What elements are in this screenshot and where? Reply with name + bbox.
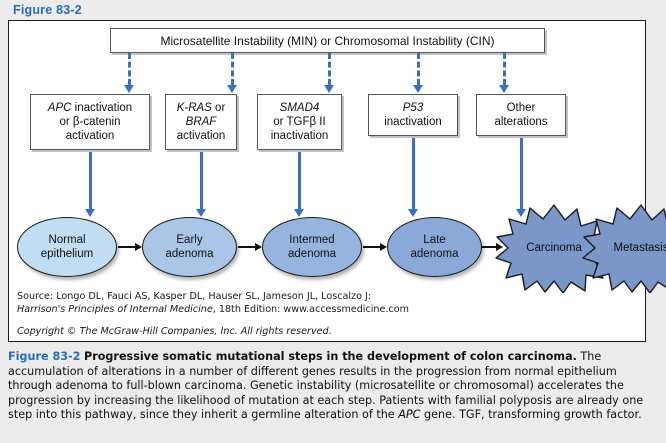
starburst-shape-icon bbox=[582, 204, 666, 293]
caption-gene-apc: APC bbox=[398, 408, 421, 422]
stage-normal-epithelium: Normal epithelium bbox=[17, 217, 117, 277]
solid-arrow-2 bbox=[196, 152, 207, 217]
caption-title: Progressive somatic mutational steps in … bbox=[84, 350, 577, 363]
figure-panel: Microsatellite Instability (MIN) or Chro… bbox=[8, 20, 666, 342]
stage-carcinoma: Carcinoma bbox=[495, 203, 613, 293]
gene-box-other: Other alterations bbox=[476, 94, 566, 136]
gene-name-kras: K-RAS bbox=[176, 102, 212, 114]
caption-body-part1: The accumulation of alterations in a num… bbox=[8, 350, 644, 422]
gene-name-braf: BRAF bbox=[185, 116, 217, 128]
dashed-arrow-3 bbox=[324, 53, 335, 93]
gene-name-p53: P53 bbox=[402, 102, 424, 114]
dashed-arrow-1 bbox=[124, 53, 135, 93]
gene-box-kras: K-RAS or BRAF activation bbox=[165, 94, 237, 150]
source-journal-title: Harrison's Principles of Internal Medici… bbox=[17, 303, 213, 315]
arrow-intermed-to-late bbox=[363, 243, 387, 252]
gene-box-smad4: SMAD4 or TGFβ II inactivation bbox=[257, 94, 342, 150]
solid-arrow-3 bbox=[294, 152, 305, 217]
dashed-arrow-4 bbox=[413, 53, 424, 93]
stage-late-adenoma: Late adenoma bbox=[387, 217, 482, 277]
caption-label: Figure 83-2 bbox=[8, 350, 81, 363]
arrow-normal-to-early bbox=[118, 243, 142, 252]
solid-arrow-4 bbox=[408, 138, 419, 217]
stage-metastasis: Metastasis bbox=[581, 203, 666, 293]
stage-intermed-adenoma: Intermed adenoma bbox=[262, 217, 362, 277]
caption-body-part2: gene. TGF, transforming growth factor. bbox=[420, 408, 642, 422]
page-title: Figure 83-2 bbox=[13, 3, 82, 17]
gene-name-smad4: SMAD4 bbox=[279, 102, 320, 114]
stage-early-adenoma: Early adenoma bbox=[142, 217, 237, 277]
solid-arrow-1 bbox=[85, 152, 96, 217]
copyright-notice: Copyright © The McGraw-Hill Companies, I… bbox=[17, 326, 332, 337]
figure-caption: Figure 83-2 Progressive somatic mutation… bbox=[8, 350, 658, 423]
arrow-late-to-carcinoma bbox=[481, 243, 503, 252]
gene-box-p53: P53 inactivation bbox=[368, 94, 458, 136]
arrow-early-to-intermed bbox=[238, 243, 262, 252]
dashed-arrow-5 bbox=[499, 53, 510, 93]
solid-arrow-5 bbox=[516, 138, 527, 217]
gene-box-apc: APC inactivation or β-catenin activation bbox=[30, 94, 150, 150]
instability-box: Microsatellite Instability (MIN) or Chro… bbox=[110, 28, 545, 53]
dashed-arrow-2 bbox=[227, 53, 238, 93]
gene-name-apc: APC bbox=[47, 102, 72, 114]
source-credit: Source: Longo DL, Fauci AS, Kasper DL, H… bbox=[17, 291, 409, 315]
